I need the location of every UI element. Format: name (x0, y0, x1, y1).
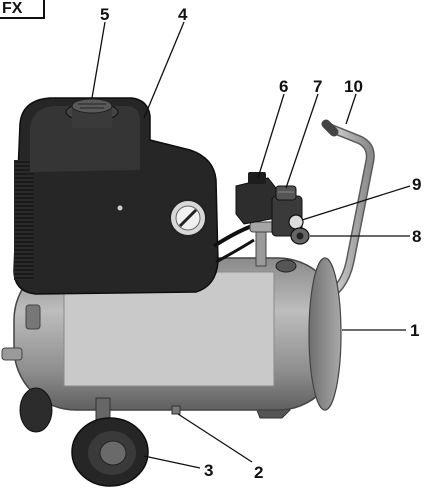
pressure-switch (235, 172, 277, 225)
quick-coupling (290, 227, 310, 245)
corner-tag-label: FX (2, 0, 23, 17)
motor-housing (13, 97, 219, 295)
motor-gauge (169, 199, 207, 237)
front-wheel (71, 397, 149, 487)
callout-2: 2 (254, 463, 263, 482)
callout-9: 9 (412, 175, 421, 194)
callout-1: 1 (410, 321, 419, 340)
callout-8: 8 (412, 227, 421, 246)
intake-filter (65, 98, 119, 128)
callout-4: 4 (178, 5, 188, 24)
callout-6: 6 (279, 77, 288, 96)
rear-wheel (19, 387, 53, 433)
callout-7: 7 (313, 77, 322, 96)
hose (212, 224, 255, 264)
leader-lines (91, 21, 411, 469)
outlet-gauge (288, 214, 304, 230)
callout-10: 10 (344, 77, 363, 96)
corner-tag: FX (0, 0, 45, 19)
drain-valve (171, 405, 181, 415)
callout-5: 5 (100, 5, 109, 24)
callout-3: 3 (204, 461, 213, 480)
